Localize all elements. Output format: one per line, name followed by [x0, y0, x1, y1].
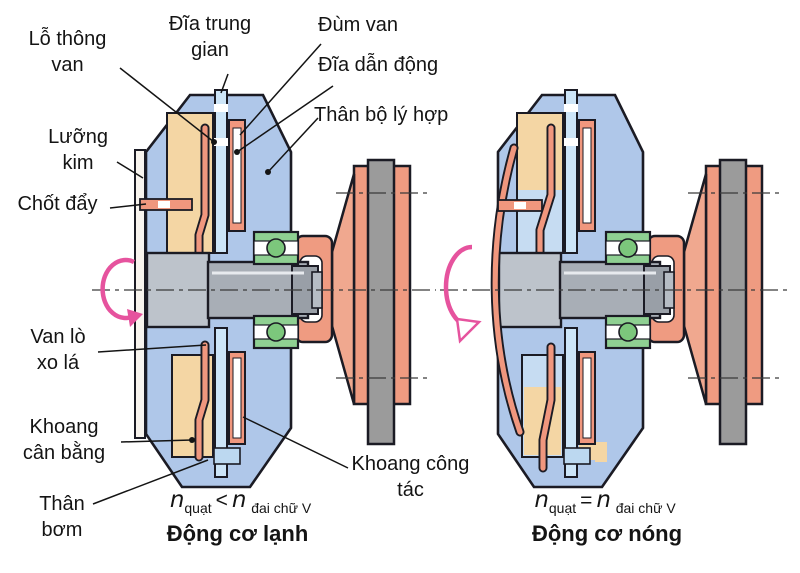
hot-clutch-diagram	[440, 89, 788, 489]
label-working-chamber: Khoang công tác	[351, 453, 470, 501]
label-bimetal: Lưỡng kim	[48, 126, 108, 174]
n-belt-symbol: n	[231, 487, 247, 513]
label-valve-hub: Đùm van	[318, 14, 399, 36]
bearing	[604, 230, 652, 350]
label-clutch-body: Thân bộ lý hợp	[314, 104, 449, 126]
bearing	[252, 230, 300, 350]
equals-sign: =	[580, 489, 593, 512]
fan-subscript: quạt	[548, 500, 577, 516]
n-fan-symbol: n	[169, 487, 185, 513]
centerline	[440, 192, 788, 379]
belt-subscript: đai chữ V	[615, 500, 676, 516]
belt-subscript: đai chữ V	[251, 500, 312, 516]
label-push-pin: Chốt đẩy	[17, 193, 98, 215]
rotation-arrow-icon	[443, 244, 482, 344]
caption-cold-engine: Động cơ lạnh	[166, 521, 309, 546]
push-pin	[139, 198, 193, 211]
leaf-spring-valve	[535, 123, 556, 473]
rotation-arrow-icon	[100, 257, 143, 327]
speed-formula-hot: nquạt=n đai chữ V	[495, 487, 715, 516]
caption-hot-engine: Động cơ nóng	[531, 521, 683, 546]
intermediate-disc	[564, 89, 578, 478]
n-fan-symbol: n	[534, 487, 549, 513]
leader-lines	[92, 43, 349, 505]
fan-subscript: quạt	[184, 500, 212, 516]
v-belt	[366, 158, 396, 446]
label-vent-hole: Lỗ thông van	[28, 28, 107, 76]
label-intermediate-disc: Đĩa trung gian	[168, 13, 252, 61]
drive-disc	[563, 119, 596, 465]
speed-formula-cold: nquạt<n đai chữ V	[133, 487, 348, 516]
fan-pulley	[646, 158, 764, 446]
push-pin	[497, 199, 543, 212]
label-leaf-spring-valve: Van lò xo lá	[30, 326, 86, 374]
drive-disc	[213, 119, 246, 465]
leader-dots	[189, 139, 271, 443]
n-belt-symbol: n	[596, 487, 611, 513]
intermediate-disc	[214, 89, 228, 478]
bimetal-strip	[134, 149, 146, 439]
less-than-sign: <	[215, 489, 228, 512]
leaf-spring-valve	[194, 123, 210, 462]
v-belt	[718, 158, 748, 446]
label-balance-chamber: Khoang cân bằng	[22, 416, 106, 464]
label-pump-body: Thân bơm	[39, 493, 85, 541]
label-drive-disc: Đĩa dẫn động	[318, 54, 439, 76]
centerline	[92, 192, 436, 379]
